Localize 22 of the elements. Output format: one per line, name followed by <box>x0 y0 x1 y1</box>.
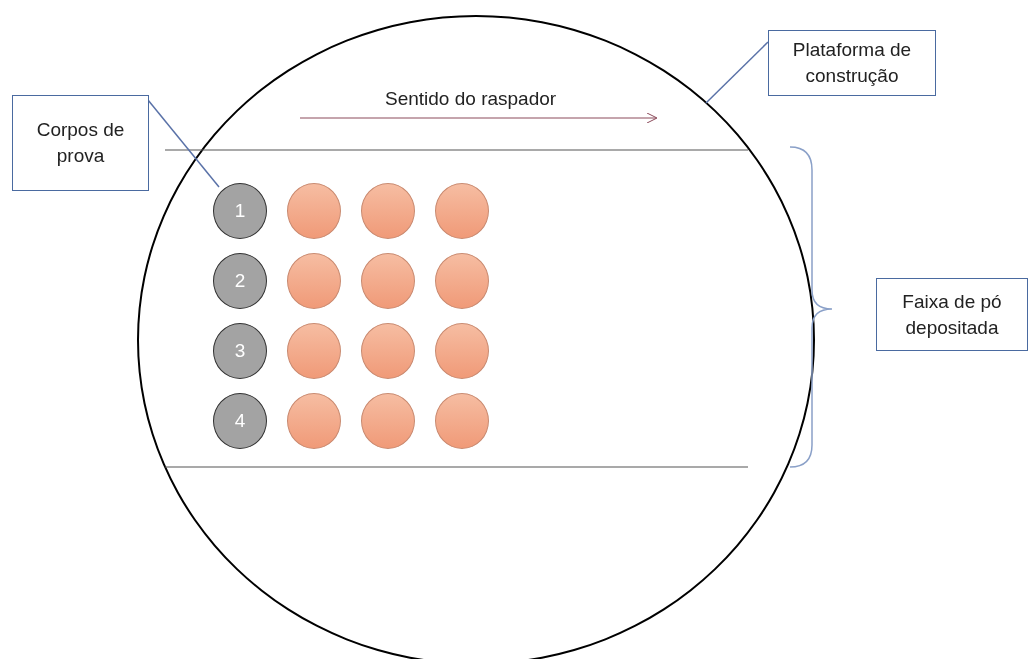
specimen-circle <box>361 393 415 449</box>
specimen-circle <box>435 393 489 449</box>
specimen-circle: 1 <box>213 183 267 239</box>
specimen-circle: 4 <box>213 393 267 449</box>
leader-line <box>147 99 220 188</box>
specimen-circle <box>435 183 489 239</box>
direction-label: Sentido do raspador <box>385 88 557 110</box>
specimen-circle <box>435 323 489 379</box>
callout-box: Faixa de pó depositada <box>876 278 1028 351</box>
specimen-circle <box>287 253 341 309</box>
specimen-circle <box>287 323 341 379</box>
callout-box: Plataforma de construção <box>768 30 936 96</box>
specimen-circle <box>361 183 415 239</box>
leader-line <box>705 41 769 104</box>
specimen-circle <box>361 323 415 379</box>
specimen-circle <box>361 253 415 309</box>
specimen-circle <box>287 393 341 449</box>
callout-box: Corpos de prova <box>12 95 149 191</box>
specimen-circle: 2 <box>213 253 267 309</box>
specimen-circle <box>287 183 341 239</box>
specimen-circle <box>435 253 489 309</box>
specimen-circle: 3 <box>213 323 267 379</box>
